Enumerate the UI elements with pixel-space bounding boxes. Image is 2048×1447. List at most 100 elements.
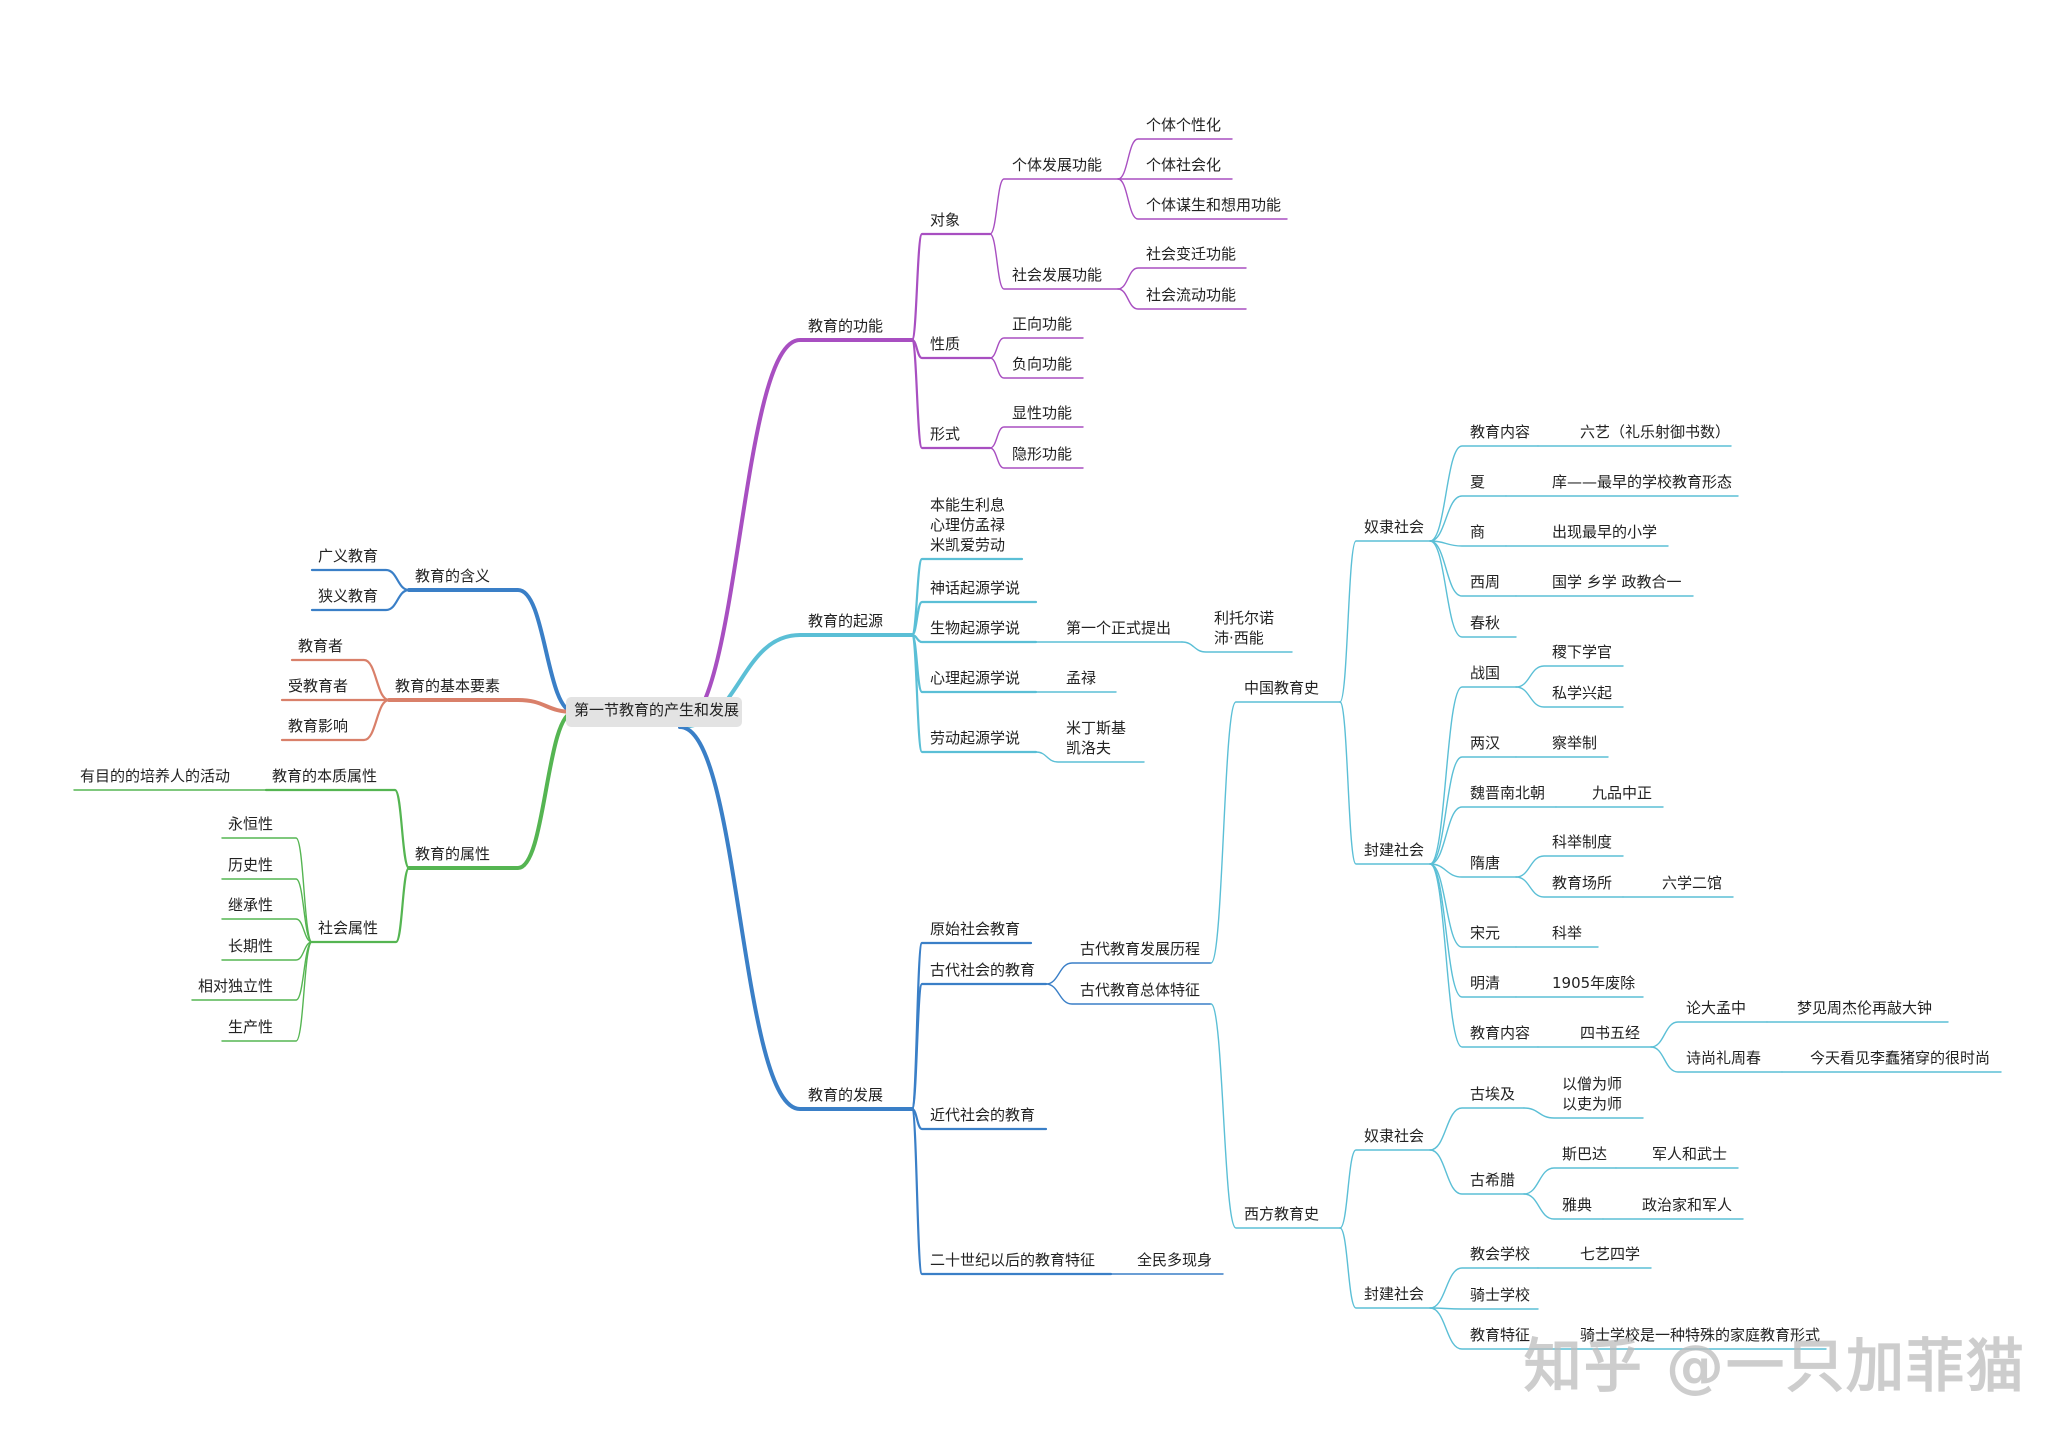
link-dv-fea (1045, 983, 1212, 1005)
link-or-per (1181, 641, 1293, 653)
node-cn-lh: 两汉 (1470, 734, 1501, 752)
link-fn-obj (910, 232, 992, 342)
node-we-ch: 教会学校 (1470, 1245, 1531, 1263)
link-cn-lh (1429, 756, 1517, 865)
link-fn-f1 (989, 447, 1084, 469)
node-or-per: 利托尔诺 沛·西能 (1214, 609, 1275, 647)
node-at-s0: 永恒性 (228, 815, 274, 833)
node-cn-fe: 封建社会 (1364, 841, 1425, 859)
link-cn-s-x (1429, 495, 1507, 542)
node-fn-i0: 个体个性化 (1146, 116, 1222, 134)
link-dv-mod (910, 1107, 1048, 1131)
link-cn-wj (1429, 806, 1557, 865)
node-we-chv: 七艺四学 (1580, 1245, 1641, 1263)
node-dv-his: 古代教育发展历程 (1080, 940, 1201, 958)
node-at-esv: 有目的的培养人的活动 (80, 767, 231, 785)
node-cn-ctv: 四书五经 (1580, 1024, 1641, 1042)
node-cn-s-wv: 国学 乡学 政教合一 (1552, 573, 1682, 591)
link-we-at (1523, 1193, 1604, 1220)
link-cn-s-w (1429, 540, 1517, 597)
link-we (1210, 1003, 1341, 1229)
link-fn-n0 (989, 337, 1084, 359)
node-we-fe: 封建社会 (1364, 1285, 1425, 1303)
node-fn-n0: 正向功能 (1012, 315, 1073, 333)
node-cn-s-sv: 出现最早的小学 (1552, 523, 1658, 541)
link-dv-20 (910, 1107, 1113, 1276)
node-we-atv: 政治家和军人 (1642, 1196, 1733, 1214)
node-cn-s-xv: 庠——最早的学校教育形态 (1552, 473, 1733, 491)
node-fn-n1: 负向功能 (1012, 355, 1073, 373)
node-at-so: 社会属性 (318, 919, 379, 937)
link-mn0 (310, 568, 411, 592)
node-el: 教育的基本要素 (395, 677, 501, 695)
node-cn-mq: 明清 (1470, 974, 1501, 992)
node-cn-lhv: 察举制 (1552, 734, 1598, 752)
node-fn-f0: 显性功能 (1012, 404, 1073, 422)
link-we-eg (1429, 1107, 1525, 1151)
link-cn (1210, 701, 1341, 964)
link-at-es (264, 788, 411, 870)
node-or: 教育的起源 (808, 612, 884, 630)
link-we-gr (1429, 1149, 1525, 1195)
node-cn-wjv: 九品中正 (1592, 784, 1653, 802)
node-dv-anc: 古代社会的教育 (930, 961, 1036, 979)
node-cn-stk: 科举制度 (1552, 833, 1613, 851)
link-cn-c1 (1650, 1046, 1783, 1073)
node-we: 西方教育史 (1244, 1205, 1320, 1223)
link-mn (407, 588, 576, 714)
node-cn-sl: 奴隶社会 (1364, 518, 1425, 536)
link-we-sl (1339, 1149, 1431, 1229)
node-cn-c0v: 梦见周杰伦再敲大钟 (1797, 999, 1933, 1017)
link-fn-s0 (1117, 267, 1247, 290)
link-at-s2 (221, 918, 313, 943)
node-cn-s-w: 西周 (1470, 573, 1501, 591)
node-dv: 教育的发展 (808, 1086, 884, 1104)
link-fn-i2 (1117, 178, 1288, 220)
node-or-psy: 心理起源学说 (930, 669, 1021, 687)
node-dv-fea: 古代教育总体特征 (1080, 981, 1201, 999)
node-we-ft: 教育特征 (1470, 1326, 1531, 1344)
link-mn1 (310, 588, 411, 612)
link-cn-sy (1429, 863, 1517, 948)
node-cn-s-cv: 六艺（礼乐射御书数） (1580, 423, 1731, 441)
link-or-lab (910, 633, 1038, 754)
node-we-ftv: 骑士学校是一种特殊的家庭教育形式 (1580, 1326, 1821, 1344)
link-at-s1 (221, 878, 313, 943)
node-fn-i2: 个体谋生和想用功能 (1146, 196, 1282, 214)
node-cn-st: 隋唐 (1470, 854, 1501, 872)
link-el2 (280, 698, 391, 742)
node-or-myth: 神话起源学说 (930, 579, 1021, 597)
node-cn-syv: 科举 (1552, 924, 1583, 942)
node-cn-s-x: 夏 (1470, 473, 1486, 491)
link-we-egv (1523, 1107, 1644, 1119)
node-cn-sy: 宋元 (1470, 924, 1501, 942)
node-dv-pri: 原始社会教育 (930, 920, 1021, 938)
node-we-sl: 奴隶社会 (1364, 1127, 1425, 1145)
link-cn-stk (1515, 855, 1624, 878)
node-or-lp: 米丁斯基 凯洛夫 (1066, 719, 1127, 757)
node-root: 第一节教育的产生和发展 (574, 701, 740, 719)
link-we-sp (1523, 1167, 1617, 1195)
node-at-s5: 生产性 (228, 1018, 274, 1036)
link-cn-zg1 (1515, 686, 1624, 708)
link-fn-frm (910, 338, 992, 450)
node-fn-s1: 社会流动功能 (1146, 286, 1237, 304)
link-at-s5 (221, 941, 313, 1042)
link-fn-soc (989, 233, 1119, 290)
node-cn-zg: 战国 (1470, 664, 1501, 682)
zhihu-watermark: 知乎 @一只加菲猫 (1523, 1332, 2026, 1400)
node-dv-20: 二十世纪以后的教育特征 (930, 1251, 1096, 1269)
link-cn-sl (1339, 540, 1431, 703)
link-at (407, 710, 576, 870)
node-or-sum: 本能生利息 心理仿孟禄 米凯爱劳动 (930, 496, 1006, 554)
node-cn-mqv: 1905年废除 (1552, 974, 1636, 992)
node-fn: 教育的功能 (808, 317, 884, 335)
link-or-myth (910, 600, 1038, 637)
node-we-egv: 以僧为师 以吏为师 (1562, 1075, 1623, 1113)
link-we-ch (1429, 1267, 1539, 1309)
node-or-bio: 生物起源学说 (930, 619, 1021, 637)
node-at-s1: 历史性 (228, 856, 274, 874)
node-or-first: 第一个正式提出 (1066, 619, 1172, 637)
